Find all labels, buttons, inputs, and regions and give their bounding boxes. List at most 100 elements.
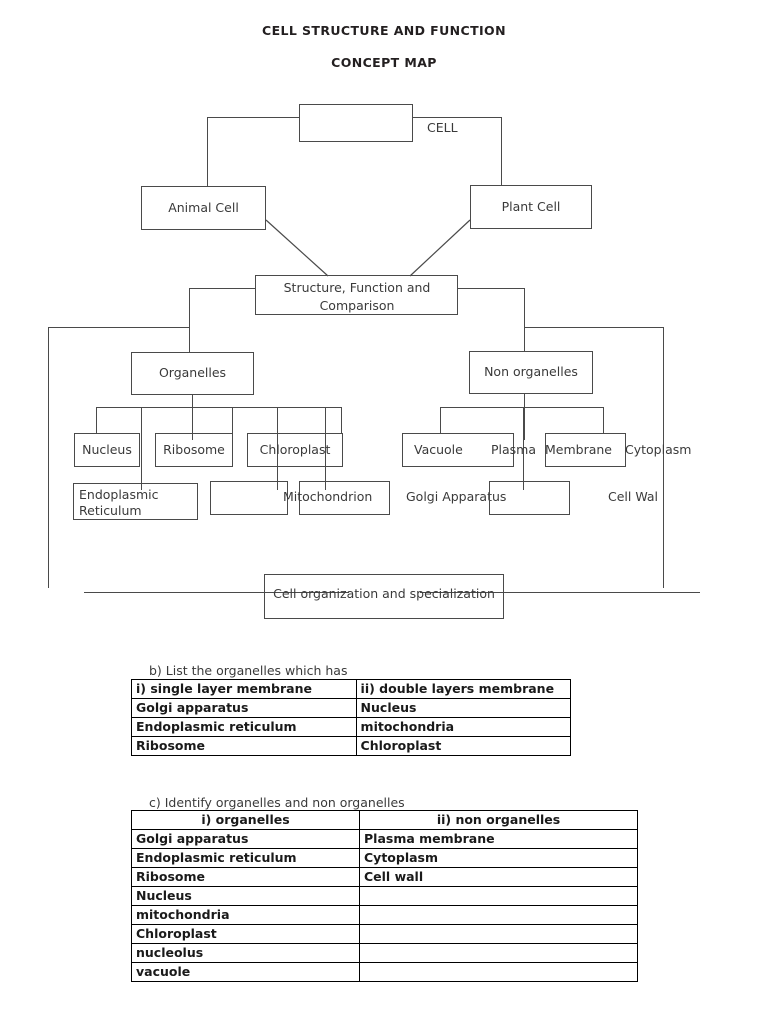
node-cell-organization-label: Cell organization and specialization	[273, 586, 495, 601]
node-non-organelles-label: Non organelles	[484, 364, 578, 379]
frame-top-rail-left	[48, 327, 190, 329]
node-membrane-label: Membrane	[545, 442, 612, 457]
table-cell: Endoplasmic reticulum	[131, 848, 360, 868]
node-ribosome	[155, 433, 233, 467]
frame-right-rail	[663, 327, 665, 588]
connector-bottom-rail-right	[420, 592, 700, 594]
table-cell: Plasma membrane	[359, 829, 638, 849]
table-cell: Ribosome	[131, 867, 360, 887]
table-cell: Endoplasmic reticulum	[131, 717, 357, 737]
node-chloroplast	[247, 433, 343, 467]
node-cell-label: CELL	[427, 120, 458, 135]
node-golgi-apparatus-label: Golgi Apparatus	[406, 489, 507, 504]
node-ribosome-label: Ribosome	[163, 442, 225, 457]
node-mitochondrion	[299, 481, 390, 515]
connector-nonorg-drop-2	[523, 407, 525, 490]
node-endoplasmic-reticulum-label: Endoplasmic Reticulum	[79, 487, 159, 518]
table-row: Endoplasmic reticulum mitochondria	[131, 717, 572, 737]
connector-non-org-bar	[440, 407, 603, 409]
table-cell: mitochondria	[131, 905, 360, 925]
node-vacuole-label: Vacuole	[414, 442, 463, 457]
table-cell: mitochondria	[355, 717, 572, 737]
node-nucleus-label: Nucleus	[82, 442, 132, 457]
table-cell	[359, 886, 638, 906]
table-header-cell: ii) double layers membrane	[355, 679, 572, 699]
question-c-prompt: c) Identify organelles and non organelle…	[149, 795, 405, 810]
connector-organelles-bar	[96, 407, 341, 409]
table-row: mitochondria	[131, 905, 638, 925]
node-empty-box-right	[489, 481, 570, 515]
table-row: Golgi apparatus Nucleus	[131, 698, 572, 718]
node-cell-wall-label: Cell Wal	[608, 489, 659, 504]
table-row: vacuole	[131, 962, 638, 982]
table-row: Nucleus	[131, 886, 638, 906]
table-cell: Nucleus	[355, 698, 572, 718]
question-c-table: i) organelles ii) non organelles Golgi a…	[131, 810, 638, 982]
table-cell: Golgi apparatus	[131, 698, 357, 718]
connector-root-right	[412, 117, 502, 119]
connector-org-drop-4	[277, 407, 279, 490]
connector-structure-right-drop	[524, 288, 526, 328]
node-animal-cell	[141, 186, 266, 230]
node-cytoplasm-label: Cytoplasm	[625, 442, 692, 457]
page-subtitle: CONCEPT MAP	[331, 55, 437, 70]
question-b-table: i) single layer membrane ii) double laye…	[131, 679, 572, 756]
table-cell	[359, 905, 638, 925]
connector-root-right-drop	[501, 117, 503, 186]
connector-org-drop-5	[325, 407, 327, 490]
table-cell: Chloroplast	[131, 924, 360, 944]
connector-structure-left-drop	[189, 288, 191, 328]
table-row: Ribosome Chloroplast	[131, 736, 572, 756]
question-b-prompt: b) List the organelles which has	[149, 663, 348, 678]
connector-structure-left-arm	[189, 288, 256, 290]
table-cell: Golgi apparatus	[131, 829, 360, 849]
node-structure-function	[255, 275, 458, 315]
node-membrane	[545, 433, 626, 467]
frame-left-rail	[48, 327, 50, 588]
connector-org-drop-6	[341, 407, 343, 434]
table-cell: vacuole	[131, 962, 360, 982]
connector-structure-right-arm	[457, 288, 525, 290]
connector-organelles-down	[192, 394, 194, 440]
node-structure-function-label: Structure, Function and Comparison	[283, 280, 431, 313]
table-cell: nucleolus	[131, 943, 360, 963]
connector-non-organelles-stem	[524, 327, 526, 352]
table-header-row: i) single layer membrane ii) double laye…	[131, 679, 572, 699]
table-row: Chloroplast	[131, 924, 638, 944]
connector-root-left	[207, 117, 300, 119]
table-cell: Nucleus	[131, 886, 360, 906]
table-header-cell: ii) non organelles	[359, 810, 638, 830]
connector-nonorg-drop-1	[440, 407, 442, 434]
node-plant-cell-label: Plant Cell	[501, 199, 561, 214]
table-cell: Cytoplasm	[359, 848, 638, 868]
connector-bottom-rail-left	[84, 592, 349, 594]
connector-org-drop-1	[96, 407, 98, 434]
connector-nonorg-drop-3	[603, 407, 605, 434]
table-header-row: i) organelles ii) non organelles	[131, 810, 638, 830]
table-cell	[359, 943, 638, 963]
table-cell: Chloroplast	[355, 736, 572, 756]
concept-map-diagram: CELL Animal Cell Plant Cell Structure, F…	[48, 104, 700, 619]
table-row: Endoplasmic reticulum Cytoplasm	[131, 848, 638, 868]
node-organelles-label: Organelles	[158, 365, 227, 380]
connector-non-organelles-down	[524, 394, 526, 440]
node-animal-cell-label: Animal Cell	[168, 200, 239, 215]
node-endoplasmic-reticulum	[73, 483, 198, 520]
node-vacuole	[402, 433, 514, 467]
table-header-cell: i) organelles	[131, 810, 360, 830]
node-mitochondrion-label: Mitochondrion	[283, 489, 373, 504]
connector-org-drop-3	[232, 407, 234, 434]
table-row: Golgi apparatus Plasma membrane	[131, 829, 638, 849]
node-root-box	[299, 104, 413, 142]
table-header-cell: i) single layer membrane	[131, 679, 357, 699]
frame-top-rail-right	[524, 327, 664, 329]
node-plasma-label: Plasma	[491, 442, 537, 457]
node-cell-organization	[264, 574, 504, 619]
node-plant-cell	[470, 185, 592, 229]
node-chloroplast-label: Chloroplast	[259, 442, 331, 457]
table-cell: Cell wall	[359, 867, 638, 887]
connector-root-left-drop	[207, 117, 209, 187]
node-nucleus	[74, 433, 140, 467]
node-empty-box-left	[210, 481, 288, 515]
